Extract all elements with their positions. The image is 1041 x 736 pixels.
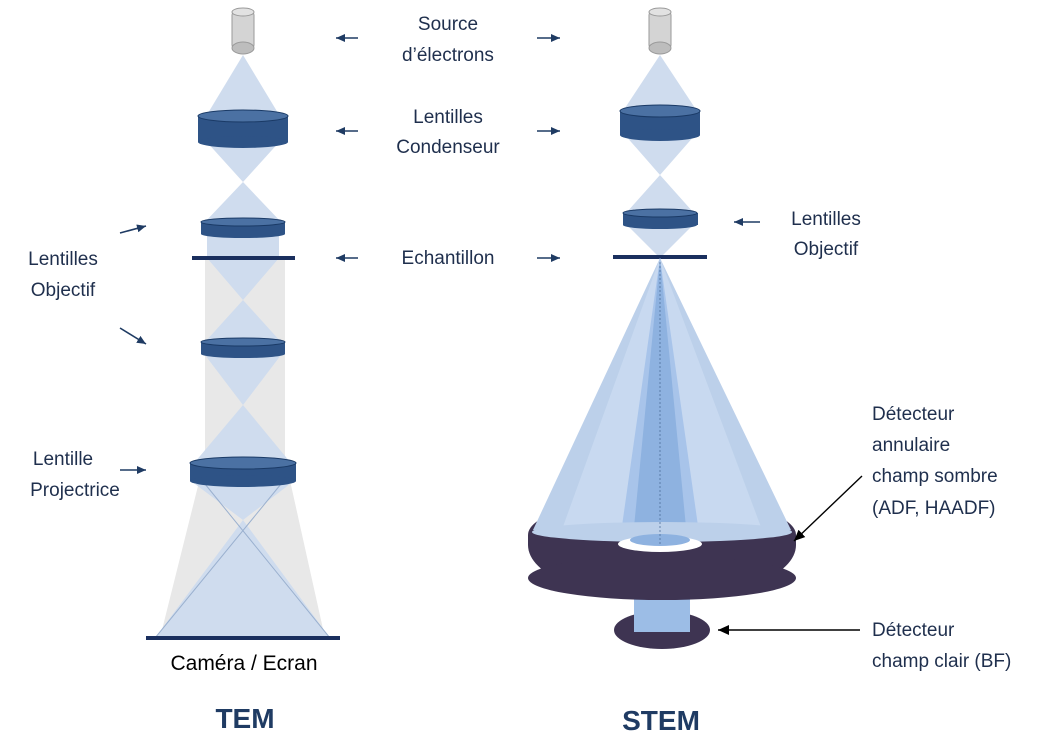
- arrows: [119, 34, 760, 474]
- tem-condenser-beam: [205, 140, 281, 182]
- label-adf-line4: (ADF, HAADF): [872, 498, 996, 519]
- stem-condenser-beam-2: [627, 175, 693, 212]
- arrow-adf: [793, 475, 863, 542]
- tem-source-cone: [205, 55, 281, 118]
- tem-intermediate-beam: [205, 355, 281, 405]
- label-camera: Caméra / Ecran: [170, 652, 317, 675]
- stem-column: [528, 7, 796, 649]
- tem-condenser-lens: [197, 109, 289, 148]
- label-projector-line2: Projectrice: [30, 480, 120, 501]
- label-stem-objective-line2: Objectif: [794, 239, 859, 260]
- label-tem-objective-line1: Lentilles: [28, 249, 98, 270]
- label-bf-line1: Détecteur: [872, 620, 955, 641]
- tem-electron-gun-icon: [231, 7, 255, 55]
- tem-sample-bar: [192, 256, 295, 260]
- tem-column: [146, 7, 340, 640]
- tem-objective-beam: [207, 234, 279, 258]
- title-tem: TEM: [215, 703, 274, 734]
- stem-condenser-lens: [619, 104, 701, 141]
- stem-objective-lens: [622, 208, 698, 229]
- stem-source-cone: [625, 55, 695, 108]
- label-stem-objective-line1: Lentilles: [791, 209, 861, 230]
- stem-sample-bar: [613, 255, 707, 259]
- label-sample: Echantillon: [402, 248, 495, 269]
- stem-electron-gun-icon: [648, 7, 672, 55]
- label-source-line1: Source: [418, 14, 478, 35]
- label-adf-line2: annulaire: [872, 435, 950, 456]
- tem-projector-lens: [189, 456, 297, 487]
- label-source-line2: d’électrons: [402, 45, 494, 66]
- tem-projector-beam: [195, 484, 290, 520]
- tem-projector-beam-2: [155, 520, 330, 638]
- tem-objective-lens-upper: [200, 217, 286, 238]
- label-condenser-line2: Condenseur: [396, 137, 500, 158]
- label-condenser-line1: Lentilles: [413, 107, 483, 128]
- arrow-tem-objective-upper: [119, 224, 147, 234]
- tem-objective-lens-lower: [200, 337, 286, 358]
- label-projector-line1: Lentille: [33, 449, 93, 470]
- label-tem-objective-line2: Objectif: [31, 280, 96, 301]
- detector-arrows: [718, 475, 863, 635]
- arrow-tem-objective-lower: [119, 327, 147, 345]
- tem-intermediate-beam-2: [195, 405, 290, 462]
- title-stem: STEM: [622, 705, 700, 736]
- stem-condenser-beam: [625, 135, 695, 175]
- tem-condenser-beam-2: [205, 182, 281, 222]
- tem-crossover-1: [207, 258, 279, 300]
- tem-crossover-1b: [205, 300, 281, 342]
- label-bf-line2: champ clair (BF): [872, 651, 1011, 672]
- label-adf-line3: champ sombre: [872, 466, 998, 487]
- stem-objective-beam: [627, 225, 693, 258]
- label-adf-line1: Détecteur: [872, 404, 955, 425]
- tem-screen-bar: [146, 636, 340, 640]
